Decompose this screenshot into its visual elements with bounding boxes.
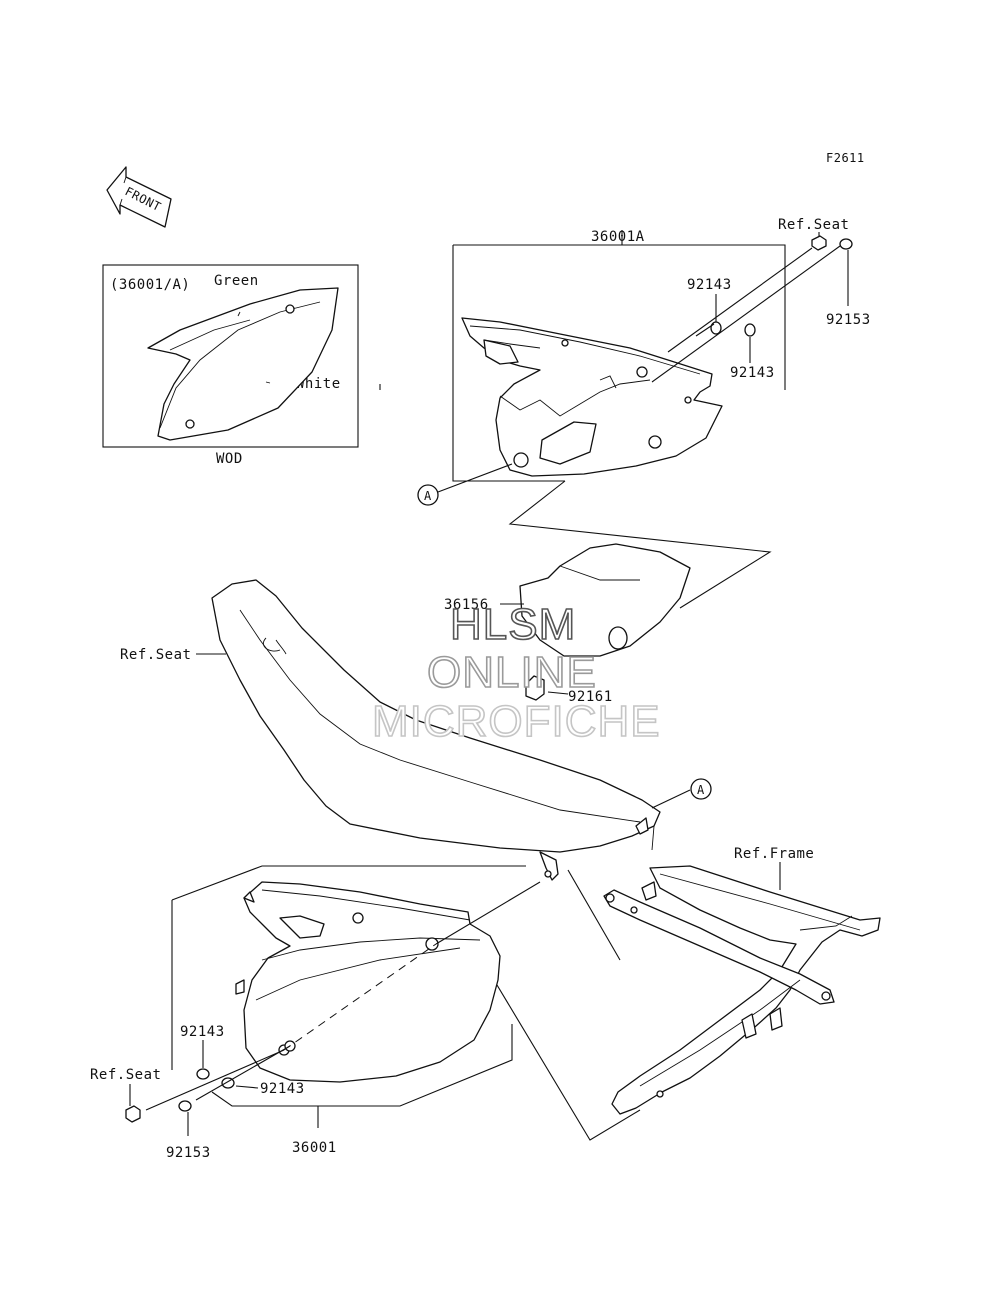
bolt-ref-seat-bot (125, 1084, 141, 1123)
watermark-line1: HLSM (450, 600, 576, 649)
svg-text:A: A (424, 489, 432, 503)
washer-92143-bot-b (221, 1077, 259, 1089)
watermark-line3: MICROFICHE (372, 697, 661, 746)
ref-seat-mid-label: Ref.Seat (120, 647, 191, 663)
ref-seat-top-label: Ref.Seat (778, 217, 849, 233)
watermark: HLSM ONLINE MICROFICHE (371, 599, 661, 747)
frame-ref (603, 862, 881, 1115)
part-label-36156: 36156 (444, 597, 489, 613)
marker-A-top: A (417, 484, 439, 506)
washer-92143-bot-a (196, 1040, 210, 1080)
part-label-36001: 36001 (292, 1140, 337, 1156)
rear-pad-36156 (500, 543, 691, 701)
bolt-92153-bot (178, 1100, 192, 1136)
part-label-92143-bot-b: 92143 (260, 1081, 305, 1097)
part-label-36001A: 36001A (591, 229, 645, 245)
inset-color-white-label: White (296, 376, 341, 392)
part-label-92153-top: 92153 (826, 312, 871, 328)
part-label-92143-bot-a: 92143 (180, 1024, 225, 1040)
side-cover-left-group: 36001 92143 92143 (90, 865, 541, 1161)
ref-seat-bot-label: Ref.Seat (90, 1067, 161, 1083)
front-arrow-icon: FRONT (106, 166, 172, 228)
inset-side-cover (147, 287, 339, 441)
inset-color-green-label: Green (214, 273, 259, 289)
ref-frame-label: Ref.Frame (734, 846, 814, 862)
bolt-ref-seat-top (811, 232, 827, 251)
side-cover-right (461, 317, 723, 477)
part-label-92161: 92161 (568, 689, 613, 705)
side-cover-left (235, 881, 501, 1083)
part-label-92153-bot: 92153 (166, 1145, 211, 1161)
watermark-line2: ONLINE (427, 648, 597, 697)
part-label-92143-top-b: 92143 (730, 365, 775, 381)
part-label-92143-top-a: 92143 (687, 277, 732, 293)
marker-A-mid: A (690, 778, 712, 800)
inset-title: (36001/A) (110, 277, 190, 293)
washer-92143-top-a (710, 294, 722, 335)
bolt-92153-top (839, 238, 853, 306)
washer-92143-top-b (744, 323, 756, 363)
seat-ref (196, 579, 661, 881)
figure-code: F2611 (826, 151, 865, 165)
svg-text:A: A (697, 783, 705, 797)
inset-color-variant: (36001/A) Green White WOD (102, 264, 359, 467)
inset-caption: WOD (216, 451, 243, 467)
side-cover-right-group: 36001A 92143 92143 (417, 217, 871, 506)
